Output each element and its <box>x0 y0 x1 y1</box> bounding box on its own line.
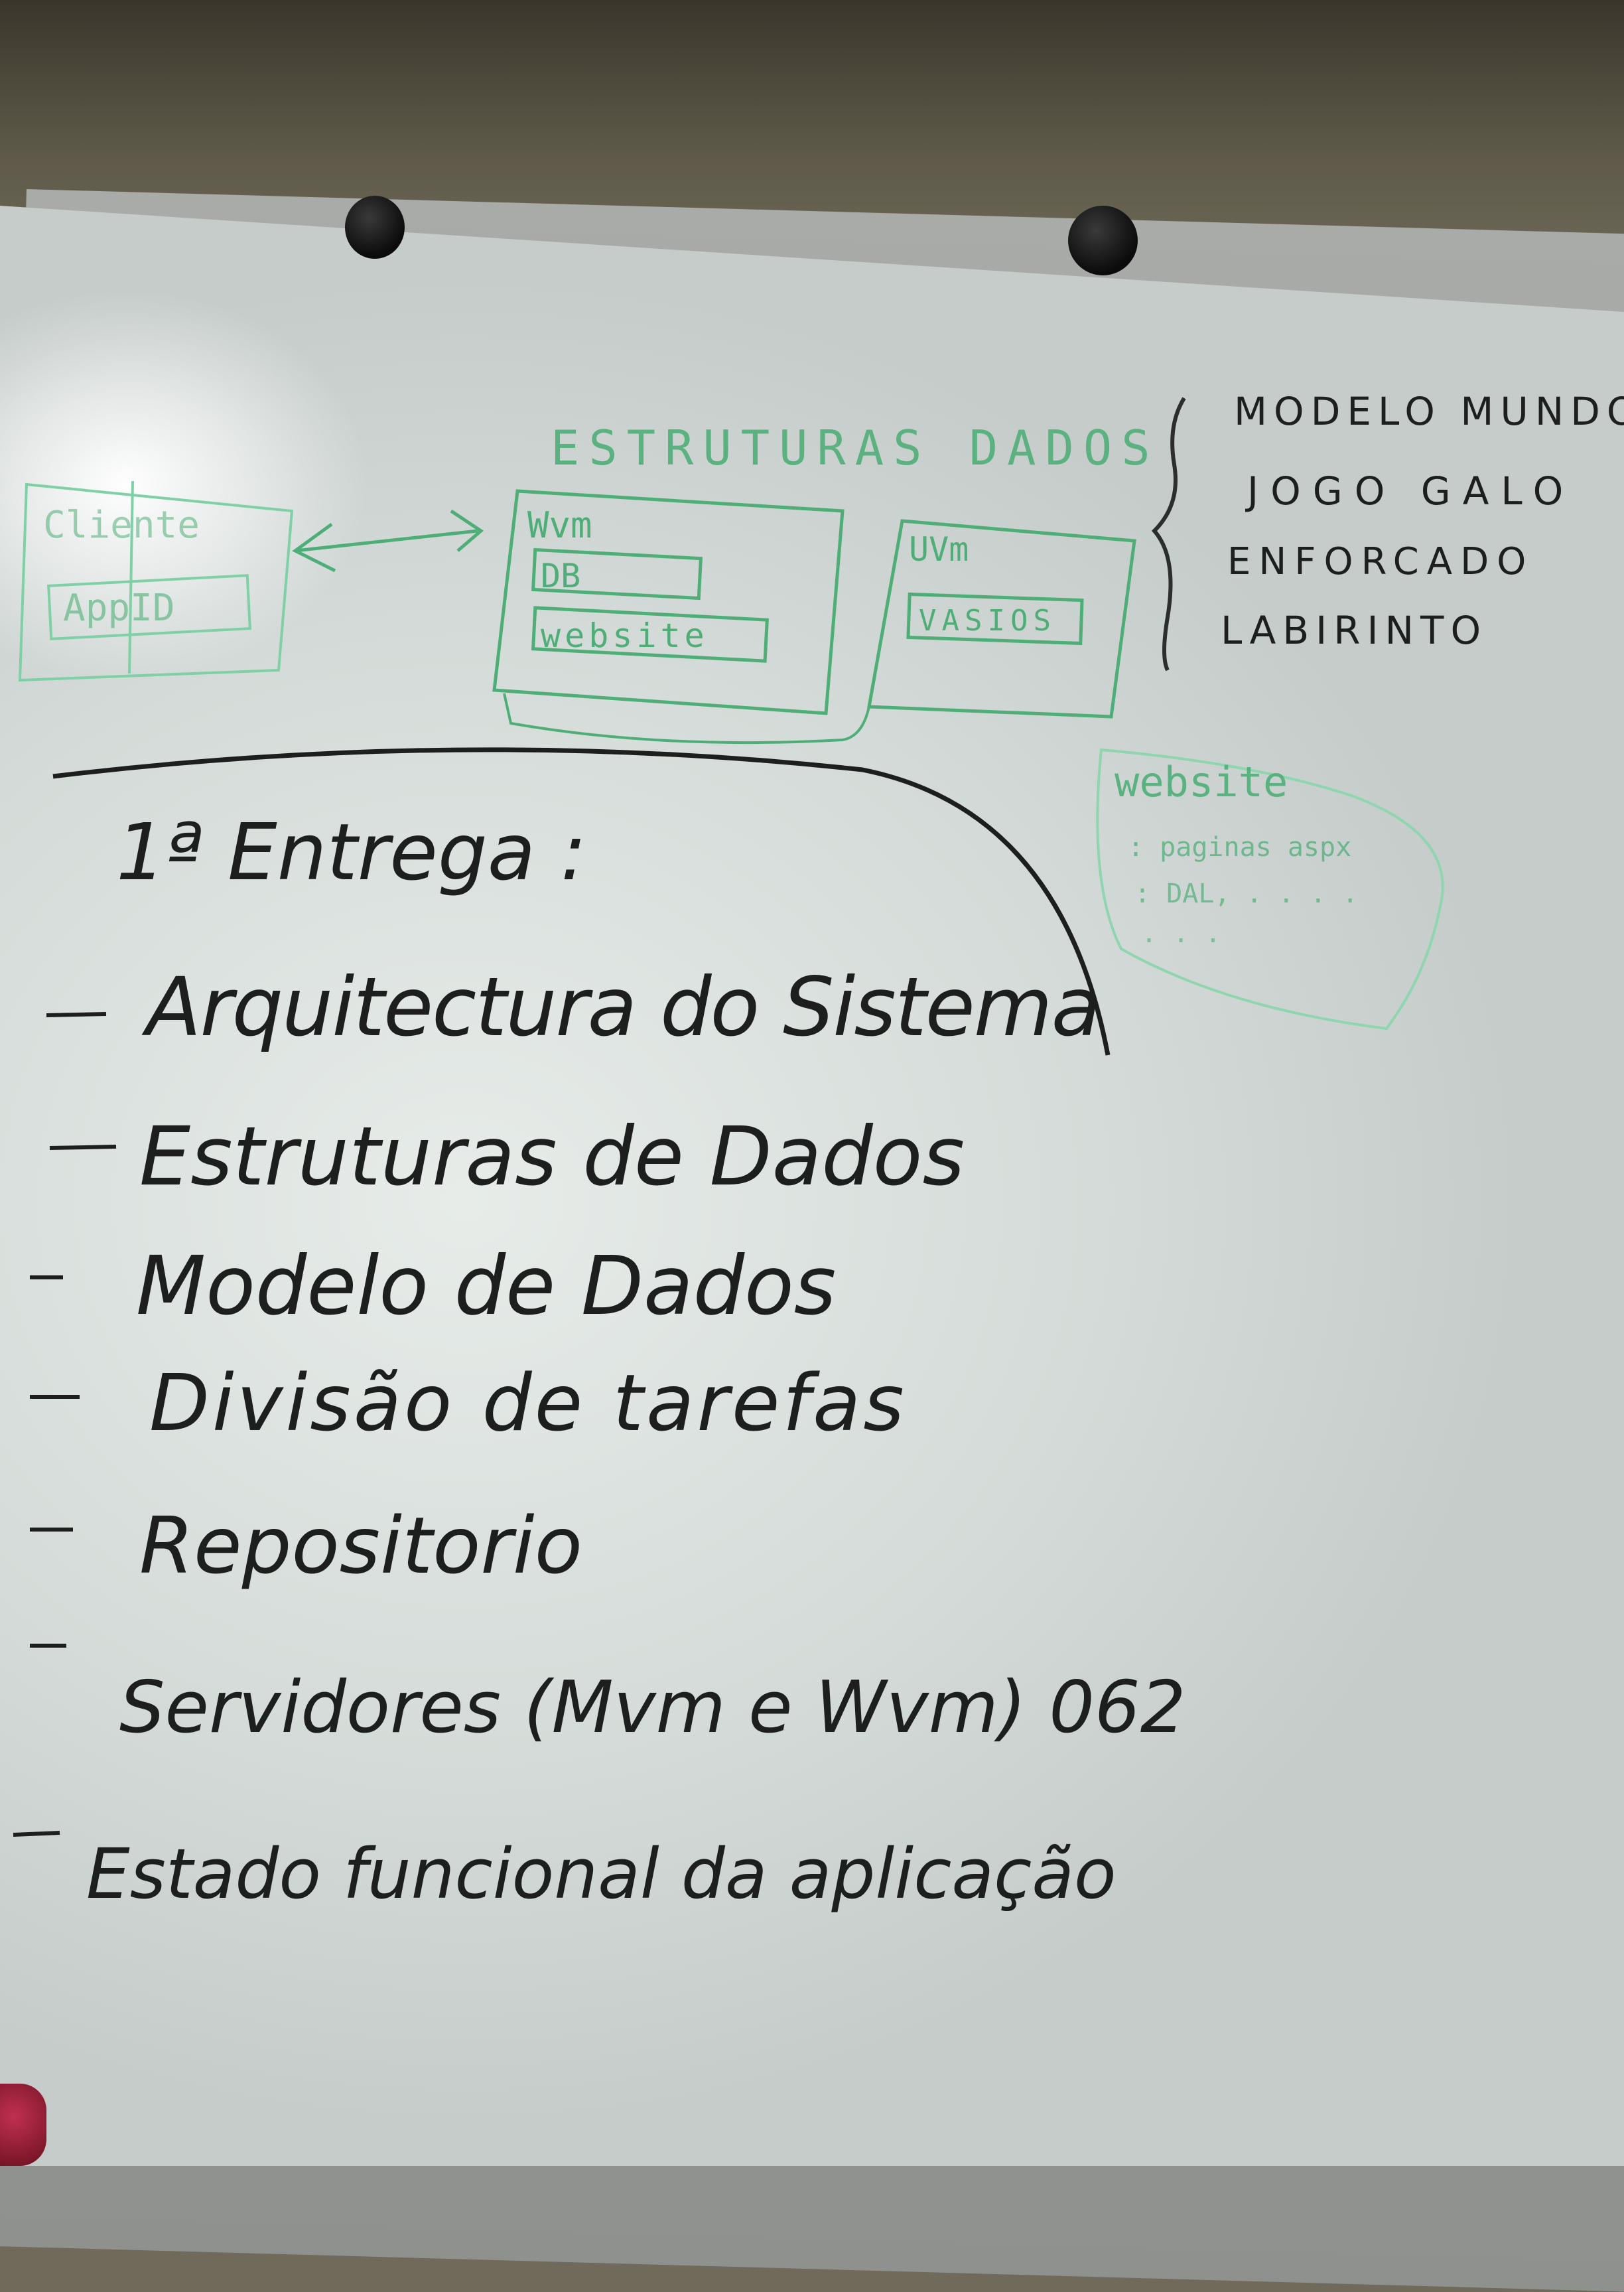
list-dashes <box>13 1012 117 1837</box>
magnet-left <box>345 196 405 259</box>
uvm-label: UVm <box>909 530 969 569</box>
website-note-title: website <box>1115 758 1288 806</box>
list-item: Modelo de Dados <box>136 1239 836 1333</box>
magnet-right <box>1068 206 1138 275</box>
side-list: MODELO MUNDO JOGO GALO ENFORCADO LABIRIN… <box>1221 389 1624 653</box>
website-note-line: : paginas aspx <box>1128 832 1351 863</box>
wvm-inner-db: DB <box>541 557 580 595</box>
list-item: Servidores (Mvm e Wvm) 062 <box>119 1666 1185 1749</box>
cliente-box <box>18 480 294 682</box>
website-note-line: : DAL, . . . . <box>1134 879 1358 909</box>
marker-cap <box>0 2084 46 2166</box>
list-item: Arquitectura do Sistema <box>141 960 1099 1054</box>
website-note-line: . . . <box>1141 918 1221 949</box>
divider-curve <box>52 747 1111 1056</box>
list-item: Repositorio <box>139 1500 582 1591</box>
list-item: Estruturas de Dados <box>139 1110 965 1204</box>
main-heading: 1ª Entrega : <box>116 806 586 898</box>
website-note-outline <box>1096 748 1444 1031</box>
wvm-box <box>492 489 845 715</box>
wvm-label: Wvm <box>527 504 592 546</box>
cliente-inner-label: AppID <box>63 587 175 630</box>
whiteboard-surface <box>0 206 1624 2166</box>
side-list-item: LABIRINTO <box>1221 608 1487 653</box>
side-brace <box>1151 397 1186 672</box>
wvm-inner-website: website <box>541 616 709 655</box>
double-arrow <box>292 509 484 573</box>
uvm-inner-label: VASIOS <box>919 604 1056 638</box>
list-item: Divisão de tarefas <box>149 1357 907 1449</box>
side-list-item: ENFORCADO <box>1227 540 1534 583</box>
whiteboard-writing: ESTRUTURAS DADOS MODELO MUNDO JOGO GALO … <box>13 389 1624 1914</box>
diagram-title: ESTRUTURAS DADOS <box>551 420 1160 476</box>
cliente-label: Cliente <box>43 504 200 547</box>
list-item: Estado funcional da aplicação <box>86 1833 1116 1914</box>
side-list-item: JOGO GALO <box>1245 468 1575 514</box>
side-list-item: MODELO MUNDO <box>1234 389 1624 434</box>
uvm-box <box>867 519 1136 719</box>
box-connector <box>503 693 870 745</box>
deliverables-list: Arquitectura do Sistema Estruturas de Da… <box>86 960 1185 1914</box>
